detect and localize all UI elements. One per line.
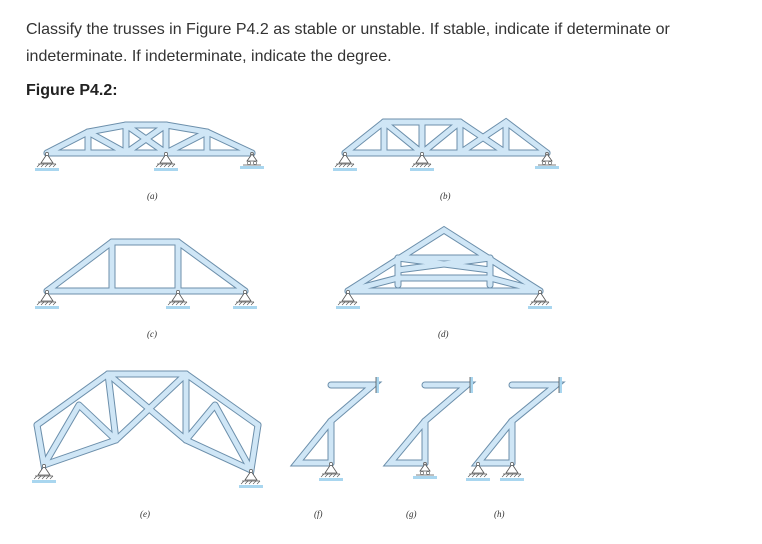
truss-g: (g) bbox=[382, 376, 477, 519]
figure-title: Figure P4.2: bbox=[26, 82, 118, 99]
truss-h: (h) bbox=[465, 376, 566, 519]
label-c: (c) bbox=[147, 329, 157, 339]
label-a: (a) bbox=[147, 191, 158, 201]
truss-c: (c) bbox=[34, 238, 258, 339]
truss-f: (f) bbox=[289, 376, 383, 519]
label-f: (f) bbox=[314, 509, 323, 519]
truss-d: (d) bbox=[335, 225, 553, 339]
truss-e: (e) bbox=[31, 370, 264, 519]
label-e: (e) bbox=[140, 509, 150, 519]
label-d: (d) bbox=[438, 329, 449, 339]
problem-statement: Classify the trusses in Figure P4.2 as s… bbox=[26, 21, 670, 65]
label-b: (b) bbox=[440, 191, 451, 201]
truss-b: (b) bbox=[332, 117, 560, 201]
label-h: (h) bbox=[494, 509, 505, 519]
truss-a: (a) bbox=[34, 121, 265, 201]
label-g: (g) bbox=[406, 509, 417, 519]
